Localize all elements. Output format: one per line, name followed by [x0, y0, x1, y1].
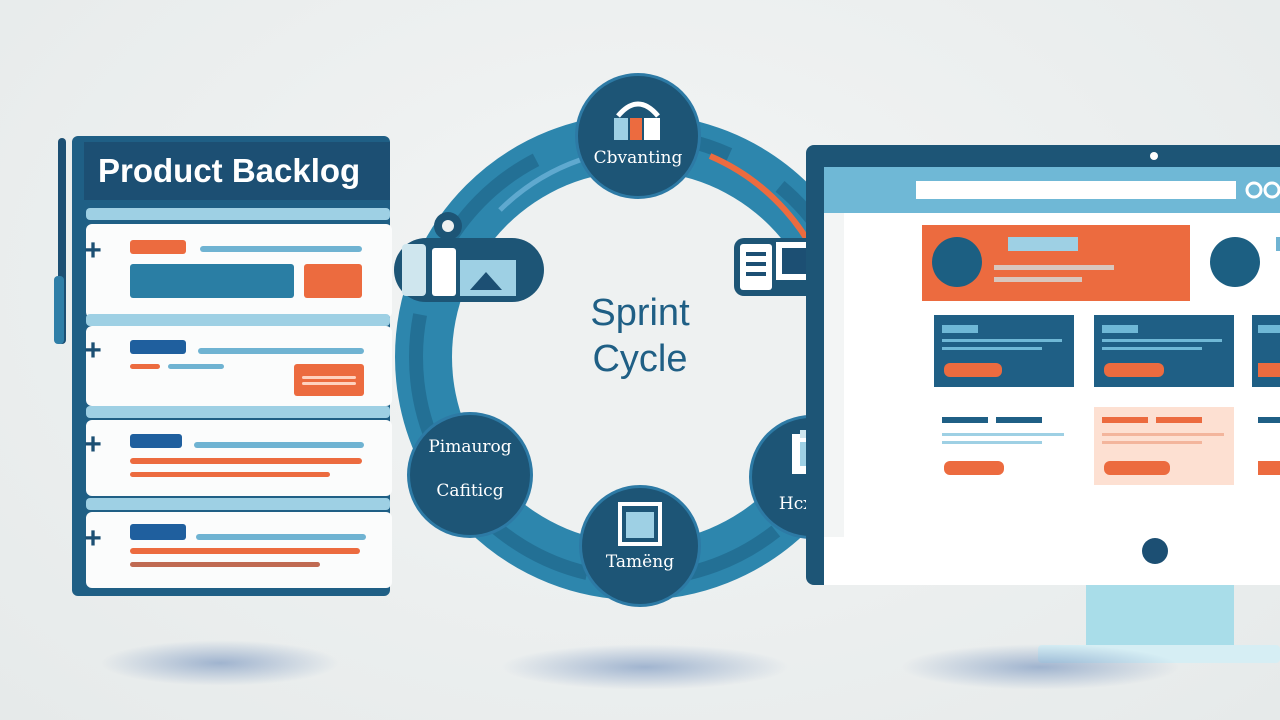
content-card[interactable] [1252, 315, 1280, 387]
card-line [1102, 325, 1138, 333]
card-line [130, 562, 320, 567]
list-line [1102, 441, 1202, 444]
button-glyph [302, 376, 356, 379]
hero-line [994, 265, 1114, 270]
card-tag [130, 340, 186, 354]
card-tag [130, 524, 186, 540]
content-card[interactable] [1094, 315, 1234, 387]
card-line [1102, 339, 1222, 342]
card-tag [130, 240, 186, 254]
monitor-stand [1086, 585, 1234, 647]
monitor [806, 145, 1280, 665]
floor-shadow [900, 644, 1180, 690]
add-item-icon[interactable]: + [84, 522, 102, 555]
card-line [194, 442, 364, 448]
card-line [130, 364, 160, 369]
gear-icon [434, 212, 462, 240]
card-block [130, 264, 294, 298]
list-line [942, 441, 1042, 444]
backlog-stem-accent [54, 276, 64, 344]
backlog-card-2[interactable]: + [84, 326, 392, 406]
card-line [942, 339, 1062, 342]
product-backlog-panel: Product Backlog + + + + [54, 136, 398, 596]
backlog-card-1[interactable]: + [84, 224, 392, 318]
floor-shadow [100, 640, 340, 686]
card-line [130, 472, 330, 477]
node-label-line1: Pimaurog [428, 437, 512, 457]
content-card[interactable] [934, 315, 1074, 387]
node-label: Tamëng [605, 552, 675, 572]
cycle-title-line1: Sprint [590, 292, 690, 334]
card-strip [86, 314, 390, 326]
screen-gutter [824, 213, 844, 537]
cycle-node-left-bottom[interactable]: Pimaurog Cafiticg [410, 415, 530, 535]
toolbox-icon [614, 101, 660, 140]
cycle-title: Sprint Cycle [540, 290, 740, 382]
list-button[interactable] [1258, 461, 1280, 475]
cycle-node-top[interactable]: Cbvanting [578, 76, 698, 196]
card-line [942, 347, 1042, 350]
monitor-base [1038, 645, 1280, 663]
node-label-line2: Cafiticg [436, 481, 504, 501]
card-line [196, 534, 366, 540]
backlog-card-4[interactable]: + [84, 512, 392, 588]
backlog-title: Product Backlog [84, 142, 390, 200]
add-item-icon[interactable]: + [84, 428, 102, 461]
camera-dot [1150, 152, 1158, 160]
card-button[interactable] [1258, 363, 1280, 377]
card-line [1102, 347, 1202, 350]
card-line [168, 364, 224, 369]
card-button[interactable] [304, 264, 362, 298]
crate-icon [618, 502, 662, 546]
hero-banner [922, 225, 1190, 301]
list-button[interactable] [1104, 461, 1170, 475]
avatar [1210, 237, 1260, 287]
card-tag [130, 434, 182, 448]
list-line [1156, 417, 1202, 423]
address-field[interactable] [916, 181, 1236, 199]
hero-line [994, 277, 1082, 282]
floor-shadow [500, 644, 790, 690]
add-item-icon[interactable]: + [84, 334, 102, 367]
list-line [1102, 417, 1148, 423]
devices-icon [402, 244, 516, 296]
power-button-icon[interactable] [1142, 538, 1168, 564]
add-item-icon[interactable]: + [84, 234, 102, 267]
card-button[interactable] [1104, 363, 1164, 377]
list-block [1094, 407, 1234, 485]
list-block [1252, 413, 1280, 485]
card-strip [86, 406, 390, 418]
list-button[interactable] [944, 461, 1004, 475]
card-button[interactable] [294, 364, 364, 396]
list-line [942, 433, 1064, 436]
card-line [1258, 325, 1280, 333]
card-line [942, 325, 978, 333]
hero-line [1276, 237, 1280, 251]
cycle-node-bottom[interactable]: Tamëng [582, 488, 698, 604]
card-line [200, 246, 362, 252]
browser-controls-icon[interactable] [1244, 179, 1280, 201]
avatar [932, 237, 982, 287]
hero-line [1008, 237, 1078, 251]
list-line [1258, 417, 1280, 423]
list-line [942, 417, 988, 423]
card-strip [86, 498, 390, 510]
card-strip [86, 208, 390, 220]
cycle-title-line2: Cycle [592, 338, 688, 380]
list-block [934, 413, 1074, 485]
card-line [130, 458, 362, 464]
node-label: Cbvanting [593, 148, 683, 168]
monitor-chin [824, 537, 1280, 585]
cycle-node-left-top[interactable] [394, 238, 544, 302]
list-line [1102, 433, 1224, 436]
card-line [130, 548, 360, 554]
backlog-stem [58, 138, 66, 344]
monitor-screen [824, 167, 1280, 537]
button-glyph [302, 382, 356, 385]
list-line [996, 417, 1042, 423]
card-button[interactable] [944, 363, 1002, 377]
backlog-card-3[interactable]: + [84, 420, 392, 496]
card-line [198, 348, 364, 354]
